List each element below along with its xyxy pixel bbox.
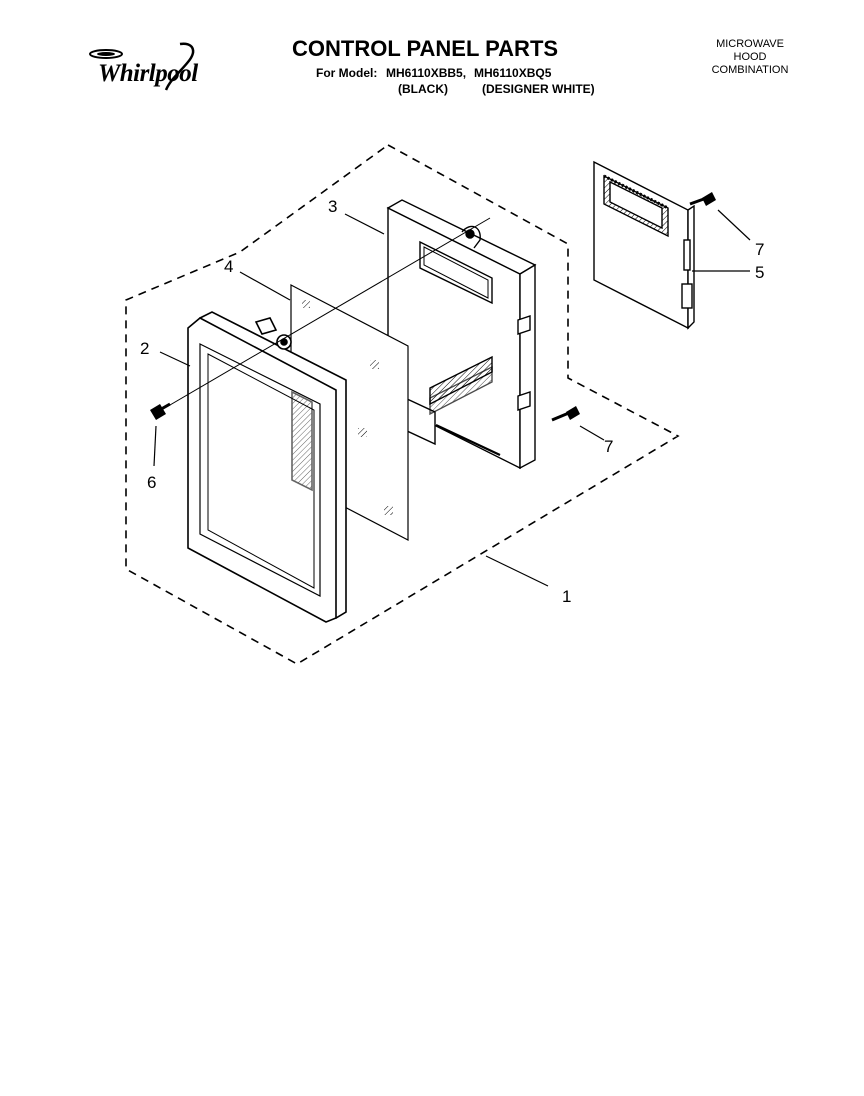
whirlpool-logo: Whirlpool <box>80 40 220 98</box>
callout-screw-frame: 6 <box>147 473 156 492</box>
model-variant: (DESIGNER WHITE) <box>482 82 595 96</box>
callout-assembly: 1 <box>562 587 571 606</box>
page-title: CONTROL PANEL PARTS <box>292 36 559 61</box>
control-frame <box>187 311 347 623</box>
screw-icon <box>150 402 171 420</box>
control-board <box>593 160 695 330</box>
callout-screw-housing: 7 <box>604 437 613 456</box>
product-type: MICROWAVE HOOD COMBINATION <box>690 38 810 77</box>
brand-wordmark: Whirlpool <box>98 60 198 87</box>
model-prefix: For Model: <box>316 66 378 80</box>
callout-control-board: 5 <box>755 263 764 282</box>
model-number: MH6110XBB5, <box>386 66 467 80</box>
alignment-line <box>157 217 491 413</box>
callout-frame: 2 <box>140 339 149 358</box>
leader-lines <box>153 209 751 587</box>
callout-overlay: 4 <box>224 257 233 276</box>
callout-housing: 3 <box>328 197 337 216</box>
model-number: MH6110XBQ5 <box>474 66 552 80</box>
callout-screw-board: 7 <box>755 240 764 259</box>
screw-icon <box>689 192 716 206</box>
product-type-line: MICROWAVE <box>716 38 784 50</box>
whirlpool-swoosh-icon <box>89 42 195 91</box>
screw-icon <box>551 406 580 422</box>
product-type-line: COMBINATION <box>711 64 789 76</box>
control-housing <box>386 199 537 470</box>
model-variant: (BLACK) <box>398 82 448 96</box>
product-type-line: HOOD <box>733 51 767 63</box>
